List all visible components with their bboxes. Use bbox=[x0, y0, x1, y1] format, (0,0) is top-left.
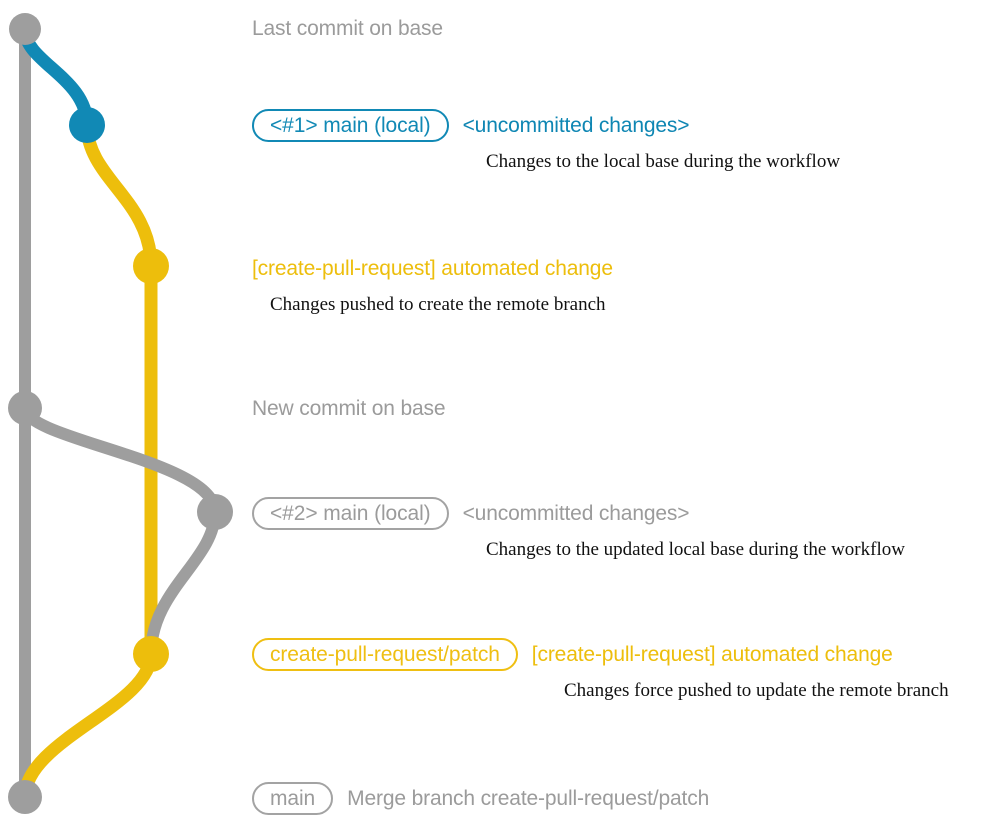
commit-title: New commit on base bbox=[252, 396, 446, 420]
commit-node-merge[interactable] bbox=[8, 780, 42, 814]
commit-row-head: New commit on base bbox=[252, 391, 981, 425]
commit-node-automated-update[interactable] bbox=[133, 636, 169, 672]
branch-pill-patch[interactable]: create-pull-request/patch bbox=[252, 637, 518, 671]
commit-node-local-2[interactable] bbox=[197, 494, 233, 530]
commit-title: <uncommitted changes> bbox=[462, 113, 690, 137]
commit-description: Changes to the updated local base during… bbox=[486, 539, 905, 560]
commit-title: Last commit on base bbox=[252, 16, 443, 40]
branch-pill-local-1[interactable]: <#1> main (local) bbox=[252, 108, 449, 142]
commit-row-head: [create-pull-request] automated change bbox=[252, 251, 981, 285]
git-commit-graph bbox=[8, 13, 233, 814]
commit-row-head: <#2> main (local) <uncommitted changes> bbox=[252, 496, 981, 530]
commit-row-local-2: <#2> main (local) <uncommitted changes> … bbox=[252, 496, 981, 559]
commit-node-automated-create[interactable] bbox=[133, 248, 169, 284]
commit-node-new-base[interactable] bbox=[8, 391, 42, 425]
commit-node-local-1[interactable] bbox=[69, 107, 105, 143]
commit-row-automated-create: [create-pull-request] automated change C… bbox=[252, 251, 981, 315]
commit-row-head: <#1> main (local) <uncommitted changes> bbox=[252, 108, 981, 142]
commit-row-head: main Merge branch create-pull-request/pa… bbox=[252, 781, 981, 815]
commit-title: <uncommitted changes> bbox=[462, 501, 690, 525]
branch-pill-main[interactable]: main bbox=[252, 781, 334, 815]
commit-row-last-base: Last commit on base bbox=[252, 11, 981, 45]
commit-row-head: create-pull-request/patch [create-pull-r… bbox=[252, 637, 981, 671]
commit-title: Merge branch create-pull-request/patch bbox=[347, 786, 710, 810]
commit-description: Changes force pushed to update the remot… bbox=[564, 680, 949, 701]
commit-row-new-base: New commit on base bbox=[252, 391, 981, 425]
lane-patch-merge bbox=[18, 647, 158, 804]
commit-description: Changes to the local base during the wor… bbox=[486, 151, 841, 172]
commit-node-last-base[interactable] bbox=[9, 13, 41, 45]
commit-row-merge: main Merge branch create-pull-request/pa… bbox=[252, 781, 981, 815]
commit-row-local-1: <#1> main (local) <uncommitted changes> … bbox=[252, 108, 981, 171]
commit-row-automated-update: create-pull-request/patch [create-pull-r… bbox=[252, 637, 981, 700]
commit-row-head: Last commit on base bbox=[252, 11, 981, 45]
commit-title: [create-pull-request] automated change bbox=[531, 642, 893, 666]
commit-title: [create-pull-request] automated change bbox=[252, 256, 613, 280]
commit-description: Changes pushed to create the remote bran… bbox=[270, 294, 606, 315]
branch-pill-local-2[interactable]: <#2> main (local) bbox=[252, 496, 449, 530]
